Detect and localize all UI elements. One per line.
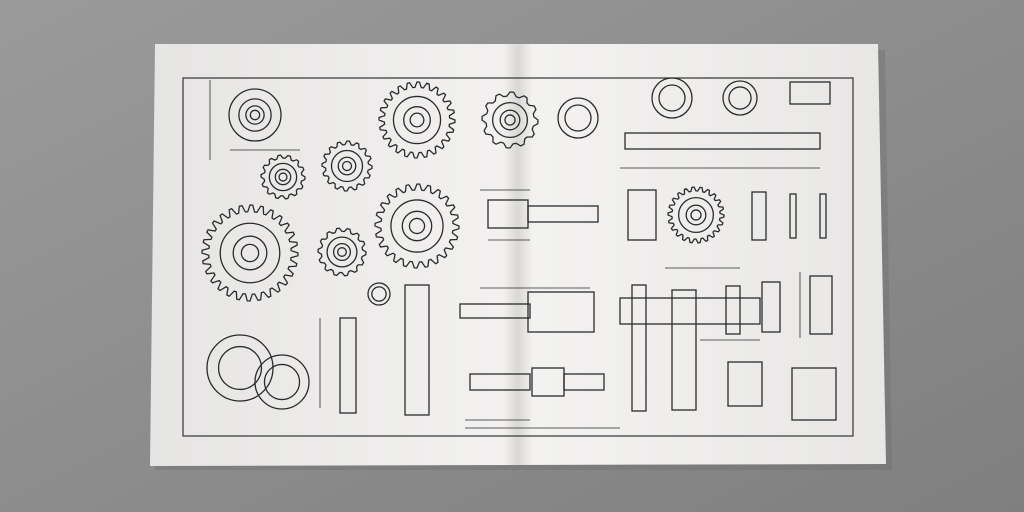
gear-large-center-hub: [401, 210, 433, 242]
component-16: [761, 281, 781, 333]
gear-small-1-hub: [274, 168, 292, 186]
component-20: [751, 191, 767, 241]
ring-inner-1: [658, 84, 686, 112]
gear-top-left-hub-hub: [245, 105, 265, 125]
component-6: [469, 373, 531, 391]
component-12: [631, 284, 647, 412]
ring-inner-2: [728, 86, 752, 110]
gear-large-left-bore: [240, 243, 260, 263]
gear-top-left-hub-rim: [238, 98, 272, 132]
gear-right-mid-hub: [685, 204, 707, 226]
ring-2: [722, 80, 758, 116]
gear-top-center-bore: [504, 114, 516, 126]
technical-drawings: [201, 77, 837, 429]
gear-small-1-bore: [278, 172, 288, 182]
ring-inner-5: [371, 286, 387, 302]
gear-small-1: [260, 154, 306, 200]
gear-large-left-hub: [232, 235, 268, 271]
gear-small-3: [317, 227, 367, 277]
gear-large-center-bore: [408, 217, 426, 235]
gear-small-2: [321, 140, 373, 192]
gear-small-3-rim: [326, 236, 358, 268]
gear-small-1-rim: [268, 162, 298, 192]
component-9: [627, 189, 657, 241]
gear-top-center-rim: [491, 101, 529, 139]
component-1: [789, 81, 831, 105]
gear-right-mid: [667, 186, 725, 244]
gear-small-3-bore: [337, 247, 347, 257]
ring-1: [651, 77, 693, 119]
gear-top-center-hub: [499, 109, 521, 131]
gear-large-top-rim: [392, 95, 442, 145]
gear-top-left-hub-bore: [249, 109, 261, 121]
gear-large-top-hub: [403, 106, 431, 134]
ring-inner-4: [263, 363, 301, 401]
component-13: [671, 289, 697, 411]
gear-large-left-rim: [219, 222, 281, 284]
component-10: [339, 317, 357, 414]
gear-top-center: [481, 91, 539, 149]
gear-large-center: [374, 183, 460, 269]
component-8: [563, 373, 605, 391]
gear-small-2-rim: [330, 149, 364, 183]
gear-small-3-hub: [332, 242, 352, 262]
component-3: [527, 205, 599, 223]
component-11: [404, 284, 430, 416]
gear-large-top-bore: [409, 112, 425, 128]
ring-4: [254, 354, 310, 410]
component-0: [624, 132, 821, 150]
component-15: [725, 285, 741, 335]
ring-inner-3: [217, 345, 263, 391]
gear-large-center-rim: [390, 199, 444, 253]
gear-large-left: [201, 204, 299, 302]
ring-5: [367, 282, 391, 306]
gear-large-top: [378, 81, 456, 159]
component-22: [819, 193, 827, 239]
component-21: [789, 193, 797, 239]
component-19: [791, 367, 837, 421]
ring-0: [557, 97, 599, 139]
component-18: [727, 361, 763, 407]
ring-3: [206, 334, 274, 402]
gear-small-2-bore: [341, 160, 353, 172]
gear-small-2-hub: [337, 156, 357, 176]
component-5: [527, 291, 595, 333]
component-4: [459, 303, 531, 319]
gear-top-left-hub: [228, 88, 282, 142]
drawing-border: [182, 77, 854, 437]
component-17: [809, 275, 833, 335]
gear-right-mid-bore: [690, 209, 702, 221]
component-14: [619, 297, 761, 325]
ring-inner-0: [564, 104, 592, 132]
gear-right-mid-rim: [677, 196, 715, 234]
